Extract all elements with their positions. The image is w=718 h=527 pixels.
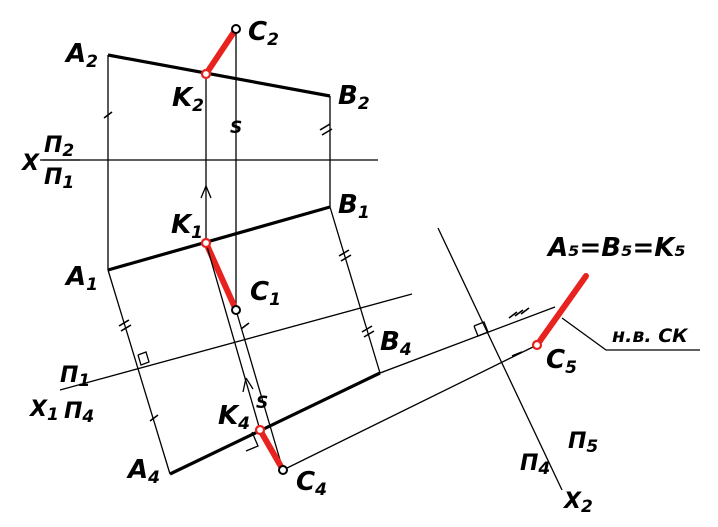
label-b4: B4 [380,327,412,360]
segment-k4-c4 [257,427,286,473]
label-a1: A1 [64,262,98,295]
svg-text:X: X [20,151,40,176]
svg-text:П2: П2 [44,133,74,161]
height-mark-1: S [230,118,242,138]
svg-text:X1: X1 [28,397,59,425]
right-angle-mark-k4 [245,431,259,452]
label-c2: C2 [248,17,279,50]
label-k1: K1 [171,210,203,243]
segment-a5-c5-true-length [534,273,589,348]
link-k1-k4 [205,242,261,431]
right-angle-mark-p5 [473,321,489,337]
label-a5-b5-k5: A₅=B₅=K₅ [546,233,686,263]
segment-k1-c1 [203,240,239,313]
line-c1-c4 [235,309,284,471]
label-a4: A4 [126,455,160,488]
tick-marks [103,111,530,422]
axis-x1 [59,293,413,391]
arrow-up-k4 [242,377,247,393]
label-c5: C5 [546,345,577,378]
svg-text:П1: П1 [44,165,74,193]
arrow-up-k1 [200,185,207,199]
axis-x1-label: X1 П1 П4 [28,363,94,427]
label-c1: C1 [250,277,281,310]
axis-x2 [437,227,563,491]
point-c1 [231,305,241,315]
label-k2: K2 [172,83,204,116]
svg-text:П5: П5 [568,429,598,457]
point-c2 [231,24,241,34]
arrow-up-k1b [205,185,212,199]
label-b2: B2 [338,81,370,114]
link-b1-b4 [329,206,381,374]
point-c5 [531,339,543,351]
segment-a4-b4 [169,371,381,476]
height-mark-2: S [256,393,268,413]
right-angle-mark-p4 [137,351,150,366]
point-k2 [200,68,212,80]
label-b1: B1 [338,190,370,223]
svg-text:П4: П4 [64,399,94,427]
axis-x-label: X П2 П1 [20,133,80,193]
note-leader [561,317,700,351]
point-k4 [254,424,266,436]
label-k4: K4 [218,401,250,434]
link-b4-a5 [379,306,556,374]
note-true-length: н.в. СК [612,325,689,347]
point-k1 [200,237,212,249]
segment-a1-b1 [107,205,331,272]
link-a1-a4 [107,269,171,475]
arrow-up-k4b [245,377,254,390]
svg-text:П4: П4 [520,451,550,479]
link-c4-c5 [282,344,538,471]
svg-text:X2: X2 [562,489,593,517]
axis-x2-label: П4 П5 X2 [520,429,598,517]
label-c4: C4 [296,467,327,500]
segment-a2-b2 [107,53,331,98]
segment-k2-c2 [203,26,239,77]
point-c4 [278,465,288,475]
label-a2: A2 [64,39,98,72]
svg-text:П1: П1 [60,363,90,391]
